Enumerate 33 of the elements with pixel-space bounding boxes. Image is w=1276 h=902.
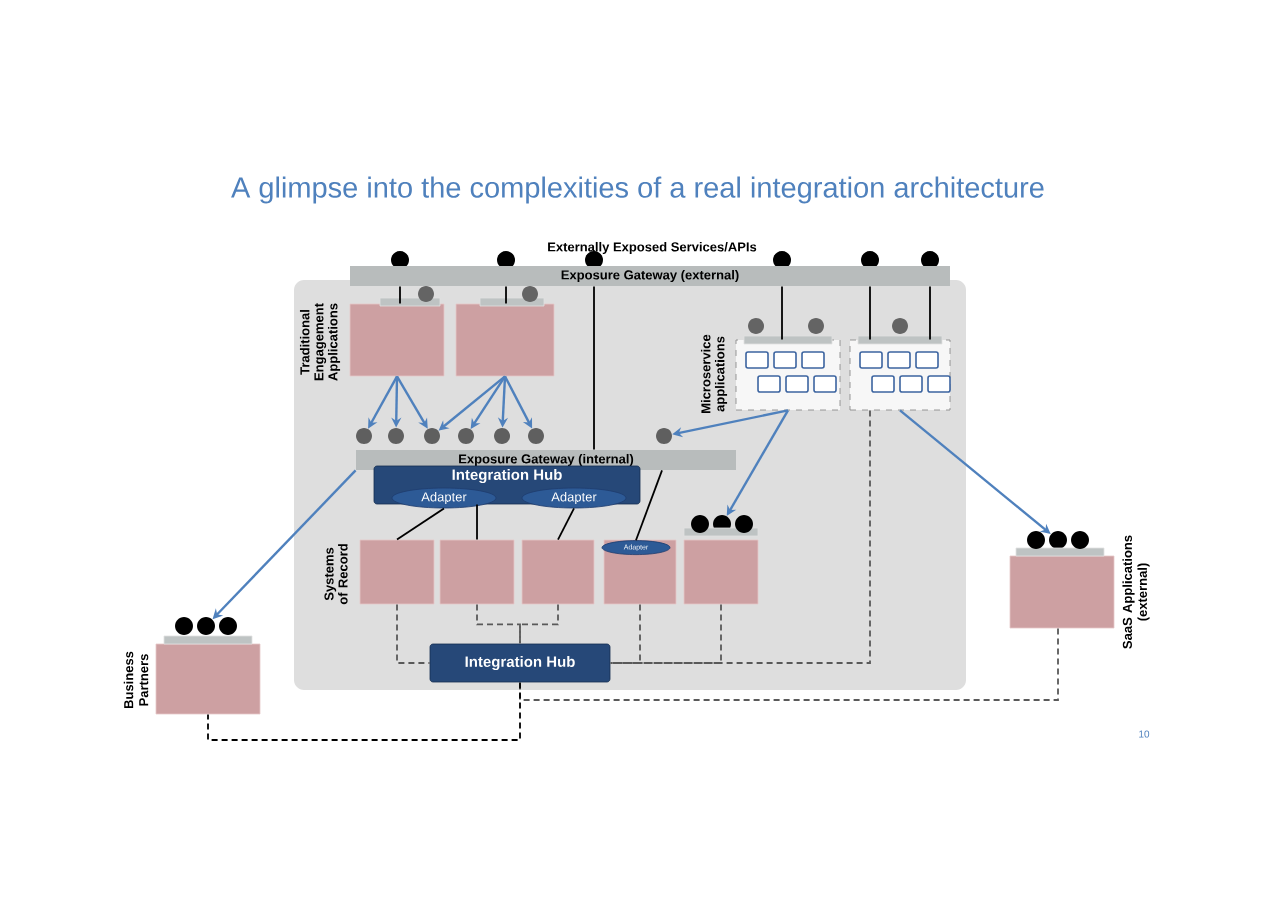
application-box	[349, 303, 445, 377]
application-box	[359, 539, 435, 605]
application-box	[521, 539, 595, 605]
dashed-connector	[519, 603, 559, 645]
connection-dot	[528, 428, 544, 444]
dashed-connector	[609, 603, 641, 664]
dashed-connector	[476, 603, 521, 645]
connector-line	[557, 507, 575, 541]
connection-dot	[197, 617, 215, 635]
connection-dot	[388, 428, 404, 444]
connector-line	[505, 285, 507, 305]
connector-line	[476, 503, 478, 541]
application-box	[1009, 555, 1115, 629]
connection-dot	[424, 428, 440, 444]
dashed-connector	[609, 603, 722, 664]
arrow	[726, 409, 790, 516]
connector-line	[399, 285, 401, 305]
application-box	[683, 539, 759, 605]
application-box	[155, 643, 261, 715]
arrow	[470, 375, 506, 429]
connection-dot	[1049, 531, 1067, 549]
connection-dot	[656, 428, 672, 444]
connector-line	[396, 507, 445, 541]
dashed-connector	[609, 409, 871, 664]
application-box	[455, 303, 555, 377]
dashed-connector	[207, 681, 521, 741]
connection-dot	[458, 428, 474, 444]
application-box	[439, 539, 515, 605]
dashed-connector	[519, 627, 1059, 701]
dashed-connector	[396, 603, 431, 664]
title: A glimpse into the complexities of a real integration architecture	[231, 176, 1044, 204]
connection-dot	[356, 428, 372, 444]
connection-dot	[494, 428, 510, 444]
